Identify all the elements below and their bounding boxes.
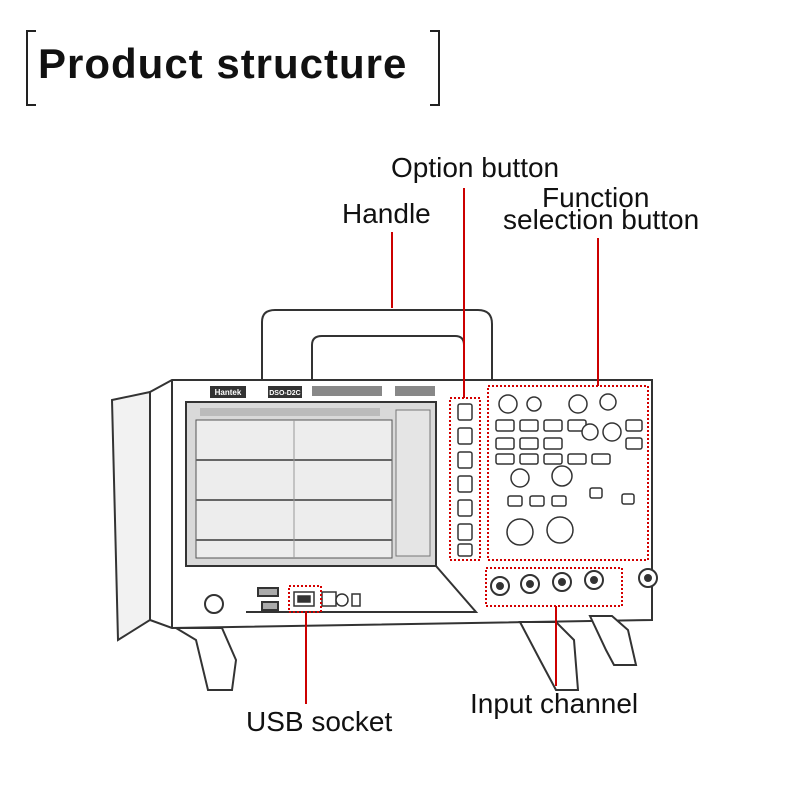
function-panel — [495, 393, 643, 546]
usb-socket-label: USB socket — [246, 706, 393, 737]
title-box: Product structure — [26, 30, 440, 106]
handle-label: Handle — [342, 198, 431, 229]
function-label-line1: Function — [542, 182, 650, 213]
model-label: DSO-D2C — [269, 390, 301, 397]
function-button-highlight — [487, 385, 649, 561]
screen — [185, 401, 437, 567]
feet — [172, 615, 638, 691]
input-channel-highlight — [485, 567, 623, 607]
top-label-strip: Hantek DSO-D2C — [210, 386, 435, 398]
callout-lines — [305, 188, 599, 704]
option-button-label: Option button — [391, 152, 560, 183]
option-buttons — [457, 403, 473, 557]
function-label-line2: selection button — [503, 204, 700, 235]
page-title: Product structure — [38, 40, 408, 87]
handle — [261, 309, 493, 388]
input-channels — [490, 568, 658, 596]
brand-label: Hantek — [215, 388, 242, 397]
input-channel-label: Input channel — [470, 688, 639, 719]
title-bracket-left — [26, 30, 36, 106]
lower-panel — [186, 565, 479, 614]
usb-port-area — [293, 591, 361, 607]
title-bracket-right — [430, 30, 440, 106]
